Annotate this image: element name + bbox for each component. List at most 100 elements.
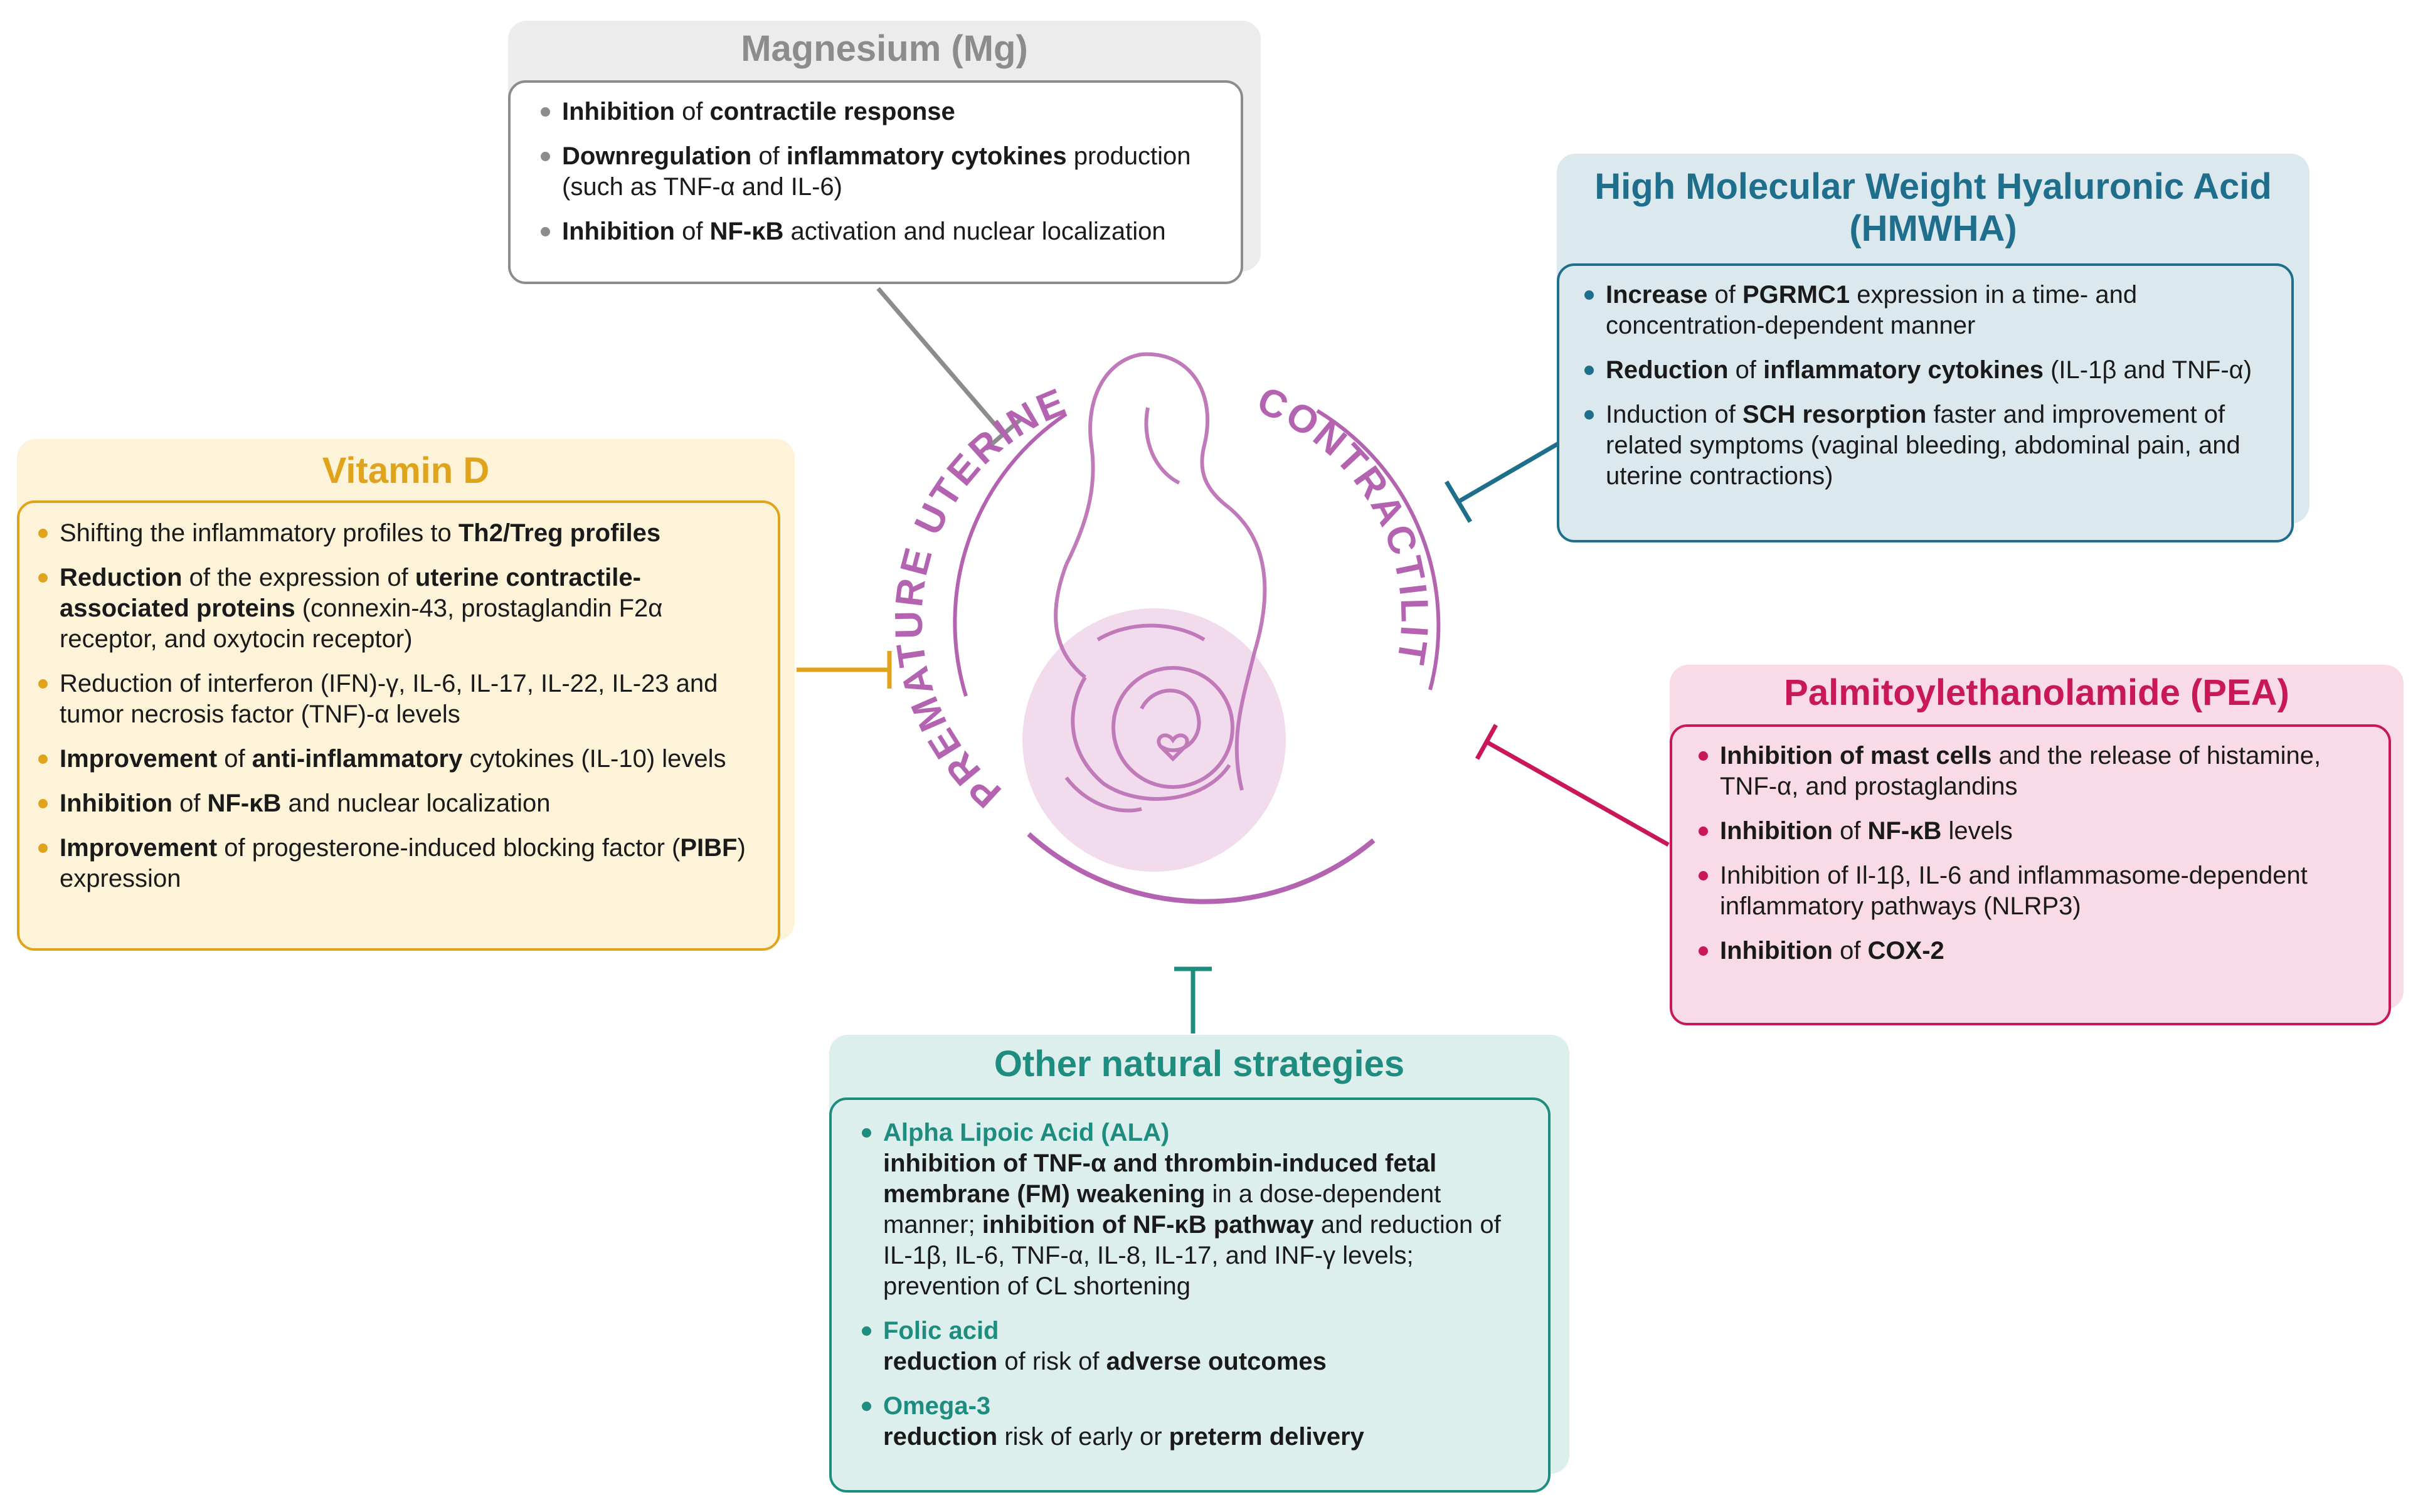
list-item: Induction of SCH resorption faster and i… (1584, 399, 2276, 492)
magnesium-connector (876, 287, 1005, 436)
vitamin-d-panel: Vitamin D Shifting the inflammatory prof… (17, 439, 795, 951)
text-run: Inhibition (562, 98, 675, 125)
text-run: production (such as TNF-α and IL-6) (562, 142, 1191, 201)
list-item: Reduction of interferon (IFN)-γ, IL-6, I… (38, 669, 765, 730)
vitamin-d-box: Shifting the inflammatory profiles to Th… (17, 500, 780, 951)
text-run: expression in a time- and concentration-… (1606, 281, 2138, 339)
text-run: of (674, 98, 710, 125)
strategy-name: Alpha Lipoic Acid (ALA) (883, 1119, 1170, 1146)
list-item: Reduction of the expression of uterine c… (38, 563, 765, 655)
text-run: adverse outcomes (1106, 1348, 1327, 1375)
text-run: of the expression of (182, 564, 415, 591)
bullet-dot-icon (1584, 410, 1594, 420)
other-list: Alpha Lipoic Acid (ALA) inhibition of TNF… (862, 1118, 1529, 1452)
hmwha-connector-bar (1444, 480, 1473, 523)
text-run: NF-κB (1867, 817, 1942, 845)
text-run: uterine contractile-associated proteins (60, 564, 641, 622)
text-run: Inhibition of mast cells (1720, 742, 1992, 769)
magnesium-title: Magnesium (Mg) (741, 28, 1028, 69)
hmwha-list: Increase of PGRMC1 expression in a time-… (1584, 280, 2276, 492)
text-run: activation and nuclear localization (783, 218, 1166, 245)
text-run: of risk of (997, 1348, 1106, 1375)
text-run: inflammatory cytokines (1763, 356, 2044, 384)
text-run: of progesterone-induced blocking factor … (217, 834, 681, 862)
bullet-dot-icon (38, 529, 48, 538)
ring-bottom (1027, 832, 1376, 904)
bullet-dot-icon (38, 843, 48, 853)
list-item: Inhibition of Il-1β, IL-6 and inflammaso… (1699, 860, 2373, 922)
bullet-dot-icon (541, 107, 550, 117)
bullet-dot-icon (862, 1128, 871, 1138)
text-run: (IL-1β and TNF-α) (2043, 356, 2252, 384)
text-run: Improvement (60, 745, 218, 773)
bullet-dot-icon (541, 152, 550, 161)
bullet-dot-icon (541, 227, 550, 236)
text-run: Downregulation (562, 142, 752, 170)
vitamin-d-list: Shifting the inflammatory profiles to Th… (38, 518, 765, 894)
text-run: Inhibition (1720, 937, 1833, 965)
text-run: NF-κB (207, 790, 282, 817)
hmwha-panel: High Molecular Weight Hyaluronic Acid (H… (1557, 154, 2309, 542)
text-run: Th2/Treg profiles (458, 519, 661, 547)
pea-title: Palmitoylethanolamide (PEA) (1784, 672, 2289, 713)
other-box: Alpha Lipoic Acid (ALA) inhibition of TNF… (829, 1097, 1551, 1493)
pea-connector (1485, 739, 1670, 847)
text-run: (connexin-43, prostaglandin F2α receptor… (60, 595, 663, 653)
text-run: NF-κB (709, 218, 784, 245)
text-run: preterm delivery (1169, 1423, 1364, 1451)
ring-left (953, 412, 1068, 697)
list-item: Alpha Lipoic Acid (ALA) inhibition of TNF… (862, 1118, 1529, 1302)
text-run: reduction (883, 1348, 998, 1375)
hmwha-connector (1457, 439, 1563, 504)
bullet-dot-icon (38, 754, 48, 764)
hmwha-title-line1: High Molecular Weight Hyaluronic Acid (1594, 166, 2272, 207)
text-run: Reduction of interferon (IFN)-γ, IL-6, I… (60, 670, 718, 728)
other-title: Other natural strategies (994, 1044, 1405, 1084)
bullet-dot-icon (862, 1326, 871, 1336)
text-run: of (172, 790, 208, 817)
bullet-dot-icon (1699, 871, 1708, 880)
text-run: inhibition of TNF-α and thrombin-induced… (883, 1150, 1437, 1208)
text-run: Inhibition (60, 790, 172, 817)
text-run: SCH resorption (1742, 401, 1927, 428)
pea-list: Inhibition of mast cells and the release… (1699, 741, 2373, 966)
list-item: Inhibition of COX-2 (1699, 936, 2373, 966)
text-run: of (751, 142, 787, 170)
text-run: in a dose-dependent manner; (883, 1180, 1441, 1239)
text-run: Induction of (1606, 401, 1742, 428)
text-run: ) expression (60, 834, 746, 892)
list-item: Inhibition of contractile response (541, 97, 1222, 127)
hmwha-box: Increase of PGRMC1 expression in a time-… (1557, 263, 2294, 542)
magnesium-panel: Magnesium (Mg) Inhibition of contractile… (508, 21, 1261, 284)
bullet-dot-icon (1699, 827, 1708, 836)
text-run: Shifting the inflammatory profiles to (60, 519, 459, 547)
strategy-description: reduction of risk of adverse outcomes (883, 1346, 1529, 1377)
center-illustration: PREMATURE UTERINE CONTRACTILITY (878, 301, 1441, 904)
list-item: Increase of PGRMC1 expression in a time-… (1584, 280, 2276, 341)
ring-right (1316, 409, 1441, 690)
text-run: of (674, 218, 710, 245)
text-run: of (1832, 937, 1868, 965)
text-run: PIBF (680, 834, 738, 862)
text-run: of (1707, 281, 1742, 309)
text-run: of (1728, 356, 1764, 384)
strategy-name: Omega-3 (883, 1392, 991, 1420)
text-run: Inhibition (1720, 817, 1833, 845)
text-run: inhibition of NF-κB pathway (982, 1211, 1314, 1239)
pea-box: Inhibition of mast cells and the release… (1670, 724, 2391, 1025)
strategy-name: Folic acid (883, 1317, 999, 1345)
text-run: PGRMC1 (1742, 281, 1850, 309)
list-item: Reduction of inflammatory cytokines (IL-… (1584, 355, 2276, 386)
text-run: contractile response (709, 98, 955, 125)
bullet-dot-icon (1699, 946, 1708, 956)
strategy-description: inhibition of TNF-α and thrombin-induced… (883, 1148, 1529, 1302)
text-run: Improvement (60, 834, 218, 862)
text-run: faster and improvement of related sympto… (1606, 401, 2240, 490)
text-run: Reduction (1606, 356, 1729, 384)
bullet-dot-icon (1584, 366, 1594, 375)
text-run: Reduction (60, 564, 183, 591)
